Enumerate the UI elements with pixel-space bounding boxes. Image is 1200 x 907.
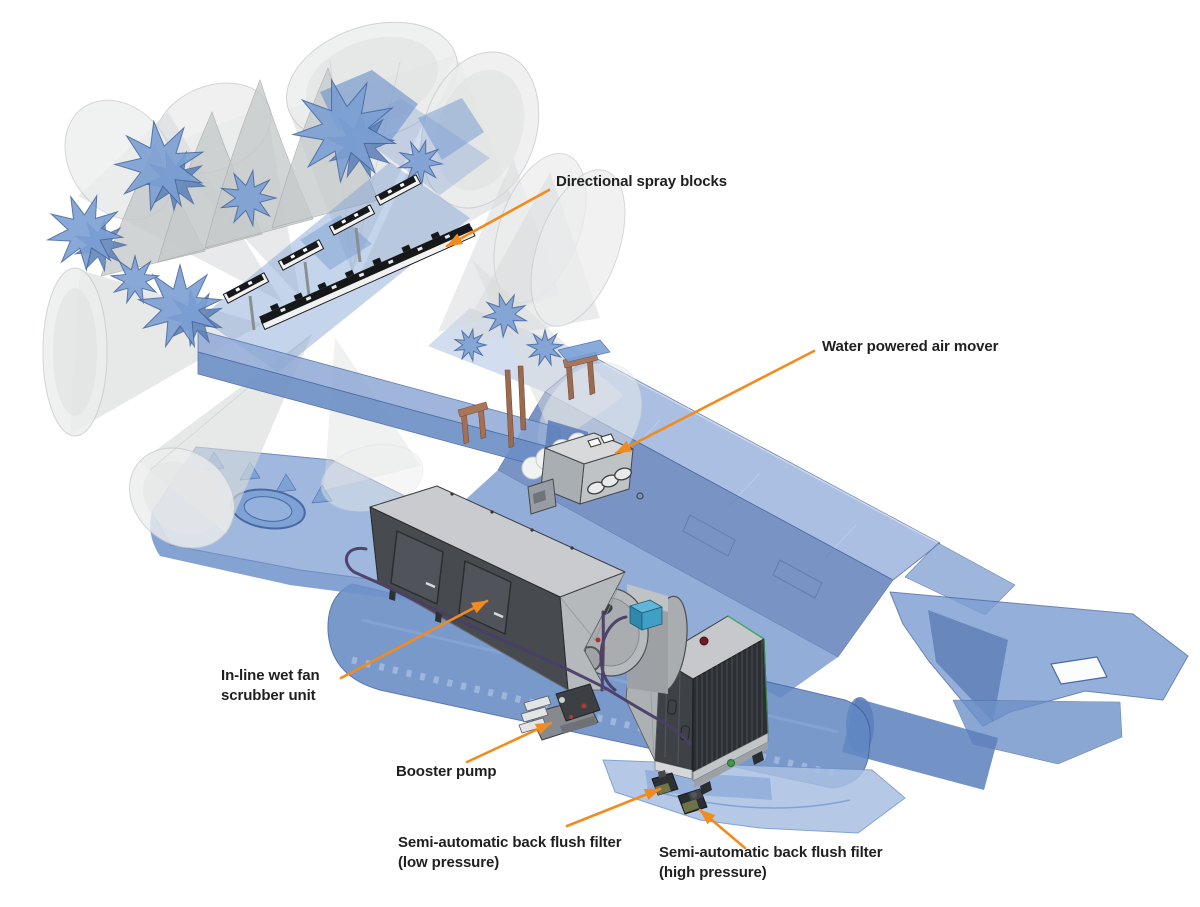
backflush-filter-high-pressure bbox=[677, 788, 708, 815]
leader-booster-pump bbox=[465, 721, 553, 764]
leader-filter-low bbox=[565, 787, 662, 828]
leader-lines bbox=[339, 188, 816, 850]
label-directional-spray-blocks: Directional spray blocks bbox=[556, 172, 727, 192]
label-backflush-filter-high: Semi-automatic back flush filter (high p… bbox=[659, 843, 883, 883]
leader-filter-high bbox=[698, 808, 747, 850]
water-hoses bbox=[344, 546, 692, 746]
leader-inline-wet-fan-scrubber bbox=[339, 599, 489, 680]
label-booster-pump: Booster pump bbox=[396, 762, 497, 782]
label-line: In-line wet fan bbox=[221, 667, 320, 684]
label-line: Water powered air mover bbox=[822, 338, 999, 355]
label-line: Semi-automatic back flush filter bbox=[398, 834, 622, 851]
leader-directional-spray-blocks bbox=[445, 188, 551, 248]
scrubber-duct bbox=[369, 485, 626, 691]
inline-wet-fan-scrubber-unit bbox=[344, 485, 769, 815]
leader-water-powered-air-mover bbox=[614, 349, 816, 455]
fan-motor bbox=[629, 599, 663, 631]
demister-box bbox=[654, 615, 769, 795]
directional-spray-blocks bbox=[222, 174, 476, 331]
label-line: scrubber unit bbox=[221, 687, 316, 704]
label-backflush-filter-low: Semi-automatic back flush filter (low pr… bbox=[398, 833, 622, 873]
label-inline-wet-fan-scrubber-unit: In-line wet fan scrubber unit bbox=[221, 666, 320, 706]
water-powered-air-mover bbox=[521, 432, 644, 515]
label-line: (high pressure) bbox=[659, 864, 767, 881]
label-line: (low pressure) bbox=[398, 854, 500, 871]
label-line: Booster pump bbox=[396, 763, 497, 780]
label-line: Directional spray blocks bbox=[556, 173, 728, 190]
label-water-powered-air-mover: Water powered air mover bbox=[822, 337, 998, 357]
label-line: Semi-automatic back flush filter bbox=[659, 844, 883, 861]
